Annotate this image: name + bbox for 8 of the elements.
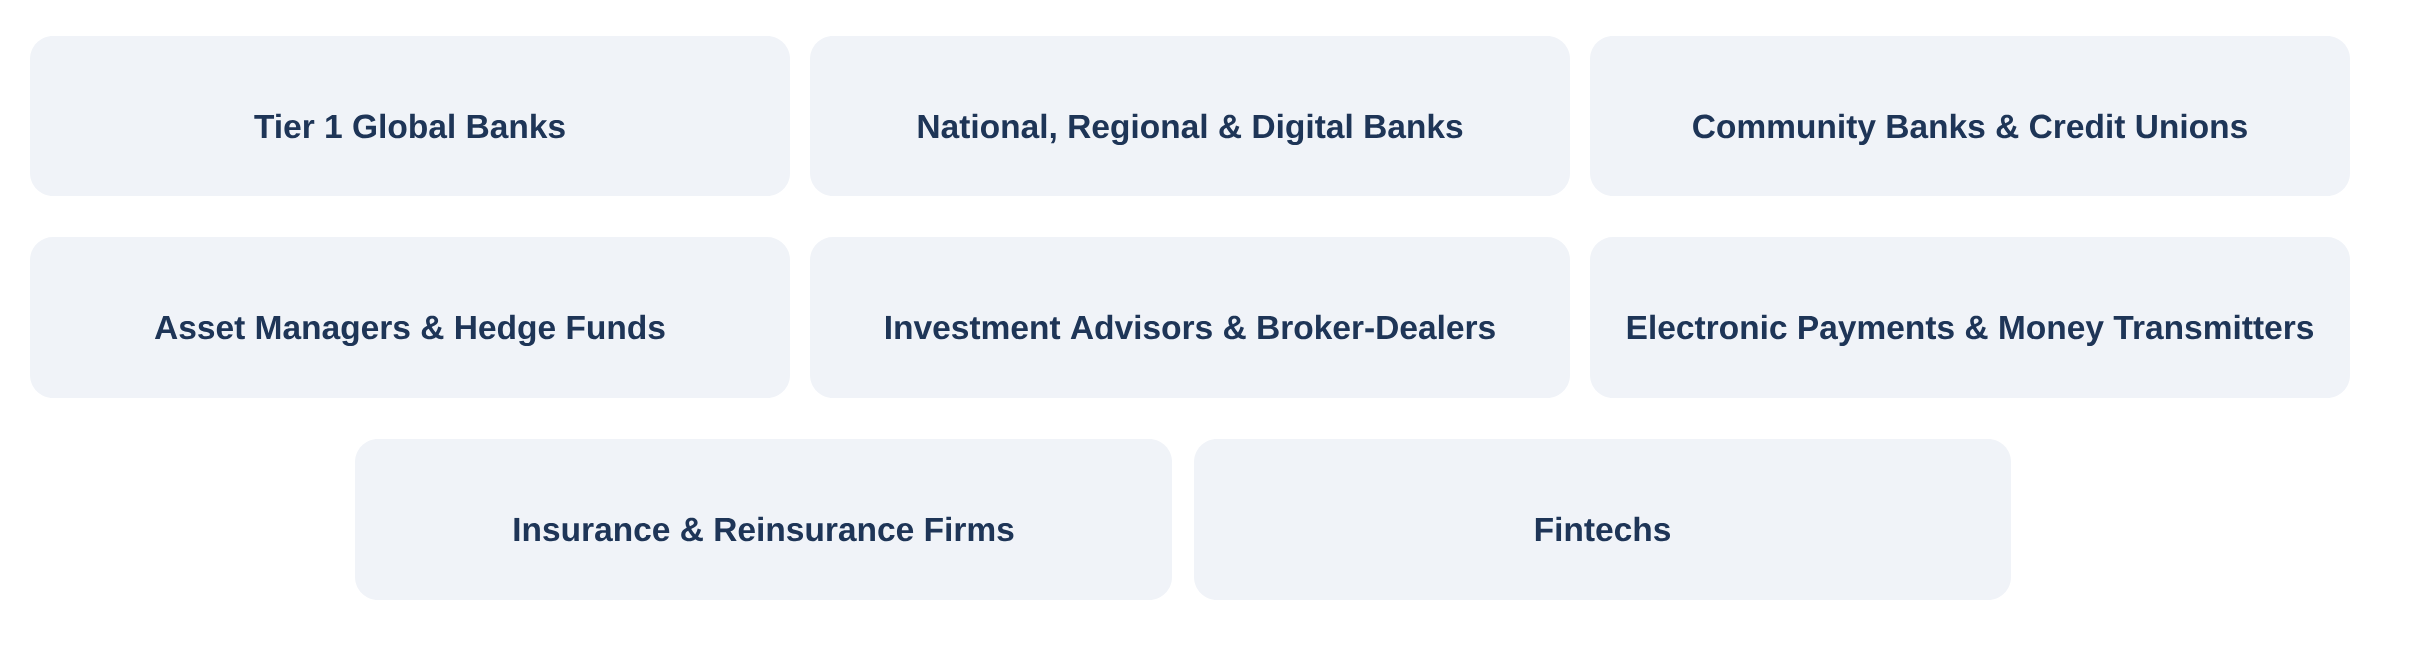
category-box: Asset Managers & Hedge Funds xyxy=(30,237,790,398)
category-box: Tier 1 Global Banks xyxy=(30,36,790,196)
category-box: Community Banks & Credit Unions xyxy=(1590,36,2350,196)
category-box: Electronic Payments & Money Transmitters xyxy=(1590,237,2350,398)
category-box: National, Regional & Digital Banks xyxy=(810,36,1570,196)
category-box: Fintechs xyxy=(1194,439,2011,600)
category-box: Insurance & Reinsurance Firms xyxy=(355,439,1172,600)
category-box: Investment Advisors & Broker-Dealers xyxy=(810,237,1570,398)
